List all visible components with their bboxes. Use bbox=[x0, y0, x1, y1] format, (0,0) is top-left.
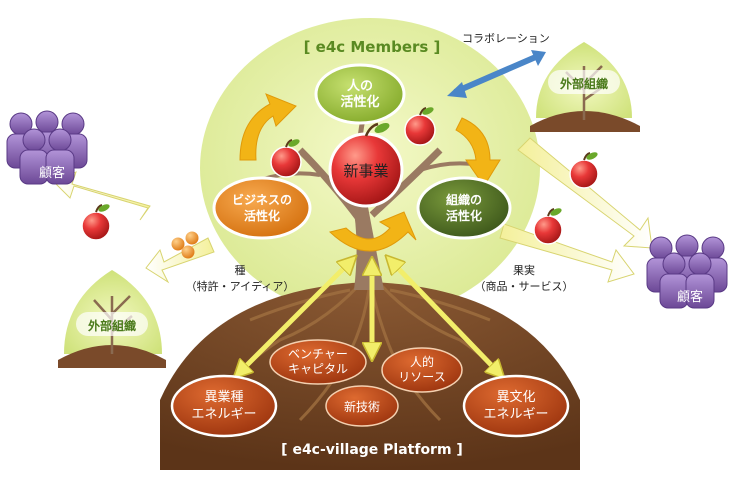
person-icon bbox=[19, 128, 49, 185]
customer-label-right: 顧客 bbox=[677, 289, 703, 305]
apple bbox=[569, 152, 599, 189]
fruit-flow-arrows bbox=[499, 137, 653, 283]
apple bbox=[270, 139, 302, 178]
fruit-title: 果実 bbox=[513, 263, 535, 277]
culture-line1: 異文化 bbox=[496, 390, 535, 405]
customer-group-right bbox=[646, 234, 728, 309]
external-org-top-right: 外部組織 bbox=[530, 42, 640, 132]
industry-line1: 異業種 bbox=[204, 389, 243, 405]
seed-detail: （特許・アイディア） bbox=[186, 279, 295, 293]
people-node: 人の 活性化 bbox=[314, 63, 406, 125]
organization-node: 組織の 活性化 bbox=[416, 176, 512, 240]
business-node-line2: 活性化 bbox=[244, 208, 280, 223]
business-node-line1: ビジネスの bbox=[232, 192, 292, 207]
person-icon bbox=[45, 128, 75, 185]
external-org-left: 外部組織 bbox=[58, 270, 166, 368]
resource-tech: 新技術 bbox=[325, 385, 399, 427]
venture-line2: キャピタル bbox=[288, 362, 348, 376]
customer-label-left: 顧客 bbox=[39, 165, 65, 181]
center-node: 新事業 bbox=[328, 122, 404, 208]
resource-industry: 異業種 エネルギー bbox=[170, 374, 278, 438]
industry-line2: エネルギー bbox=[191, 407, 256, 422]
resource-arrows bbox=[240, 262, 498, 372]
business-node: ビジネスの 活性化 bbox=[212, 176, 312, 240]
seed bbox=[185, 231, 199, 245]
human-line2: リソース bbox=[398, 370, 445, 384]
center-label: 新事業 bbox=[343, 162, 388, 180]
members-title: [ e4c Members ] bbox=[304, 38, 441, 56]
people-node-line2: 活性化 bbox=[340, 94, 379, 110]
fruit-detail: （商品・サービス） bbox=[475, 279, 574, 293]
collaboration-label: コラボレーション bbox=[462, 32, 550, 45]
person-icon bbox=[659, 252, 689, 309]
apple bbox=[404, 107, 436, 146]
person-icon bbox=[685, 252, 715, 309]
resource-human: 人的 リソース bbox=[381, 347, 463, 393]
customer-group-left bbox=[6, 110, 88, 185]
people-node-line1: 人の bbox=[347, 78, 373, 94]
seed-flow-arrows bbox=[53, 171, 215, 284]
cycle-arrows bbox=[239, 93, 501, 252]
seeds bbox=[171, 231, 199, 259]
culture-line2: エネルギー bbox=[483, 407, 548, 422]
organization-node-line2: 活性化 bbox=[446, 208, 482, 223]
external-org-label: 外部組織 bbox=[560, 76, 608, 91]
collaboration-arrow bbox=[447, 50, 546, 98]
human-line1: 人的 bbox=[410, 354, 434, 369]
apples bbox=[81, 107, 599, 245]
organization-node-line1: 組織の bbox=[446, 192, 482, 207]
seed bbox=[181, 245, 195, 259]
tech-line1: 新技術 bbox=[344, 399, 380, 414]
external-org-label: 外部組織 bbox=[88, 318, 136, 333]
apple bbox=[533, 208, 563, 245]
resource-venture: ベンチャー キャピタル bbox=[269, 339, 367, 385]
seed bbox=[171, 237, 185, 251]
venture-line1: ベンチャー bbox=[288, 347, 348, 361]
apple bbox=[81, 204, 111, 241]
seed-title: 種 bbox=[235, 263, 246, 277]
resource-culture: 異文化 エネルギー bbox=[462, 374, 570, 438]
platform-title: [ e4c-village Platform ] bbox=[281, 442, 463, 458]
